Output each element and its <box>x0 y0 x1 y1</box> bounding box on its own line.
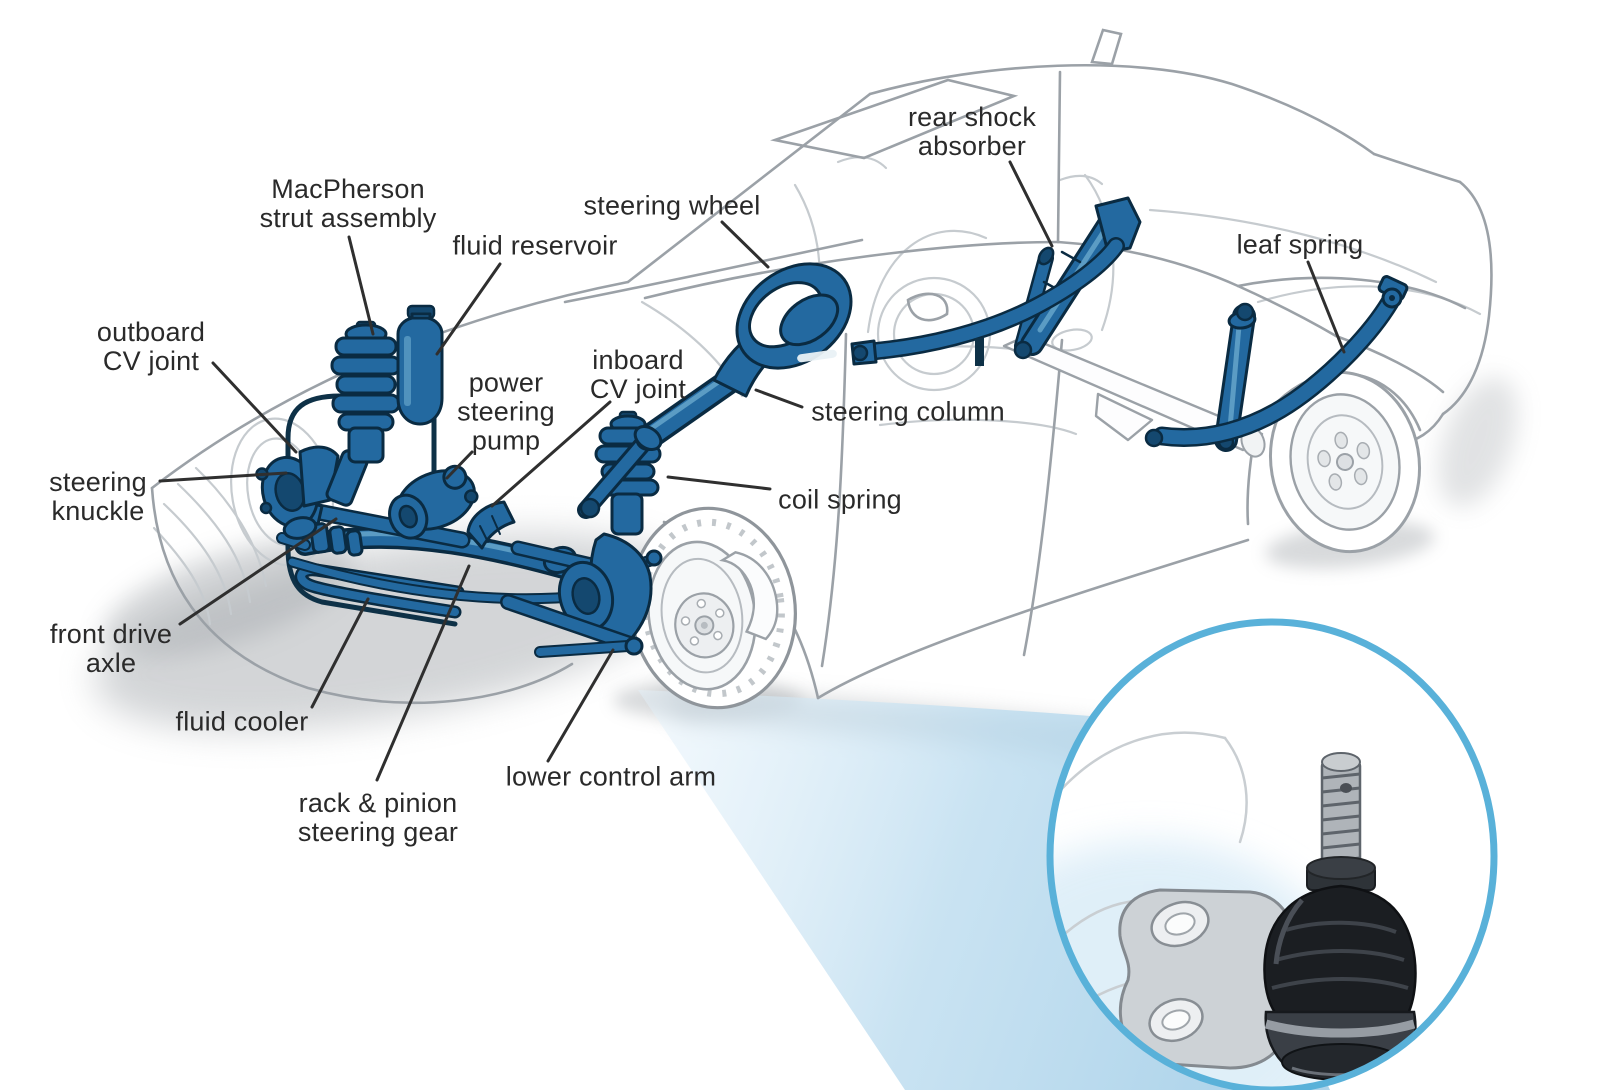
leader-coil-spring <box>666 475 772 491</box>
label-steering-knuckle: steering knuckle <box>49 466 147 526</box>
label-front-drive-axle: front drive axle <box>49 618 173 678</box>
car-body-outline <box>150 28 1493 705</box>
leader-steering-knuckle <box>158 471 288 483</box>
label-steering-wheel: steering wheel <box>583 190 761 221</box>
leader-lines <box>158 160 1346 782</box>
leader-steering-column <box>754 388 804 409</box>
rear-right-leaf-spring <box>1144 275 1409 448</box>
rear-left-leaf-spring <box>850 237 1125 366</box>
leader-leaf-spring <box>1306 260 1346 354</box>
steering-column-part <box>577 369 741 519</box>
rear-wheel <box>1268 370 1422 554</box>
front-suspension-cluster <box>255 304 663 658</box>
label-power-steering-pump: power steering pump <box>457 367 555 456</box>
inset-bracket <box>1118 888 1310 1070</box>
leader-rear-shock-absorber <box>1008 160 1054 248</box>
label-fluid-cooler: fluid cooler <box>175 706 309 737</box>
label-coil-spring: coil spring <box>778 484 902 515</box>
lower-control-arm-part <box>500 532 653 658</box>
power-steering-pump-part <box>388 464 479 540</box>
leader-rack-pinion <box>375 564 471 782</box>
macpherson-strut-part <box>330 320 402 464</box>
label-rear-shock-absorber: rear shock absorber <box>907 101 1037 161</box>
fluid-reservoir-part <box>396 304 444 426</box>
inset-boot <box>1263 856 1417 1081</box>
leader-fluid-reservoir <box>435 262 502 356</box>
label-lower-control-arm: lower control arm <box>505 761 717 792</box>
leader-outboard-cv-joint <box>211 361 298 454</box>
leader-macpherson-strut <box>347 235 375 336</box>
label-inboard-cv-joint: inboard CV joint <box>589 344 687 404</box>
leader-front-drive-axle <box>178 517 338 626</box>
leader-fluid-cooler <box>310 597 370 709</box>
front-wheel <box>629 506 797 710</box>
inset-ring <box>1046 618 1498 1090</box>
rear-right-shock-absorber <box>1214 302 1257 452</box>
steering-wheel-part <box>712 262 853 398</box>
label-outboard-cv-joint: outboard CV joint <box>96 316 206 376</box>
leader-power-steering-pump <box>445 450 474 480</box>
leader-lower-control-arm <box>546 648 615 763</box>
inset-ball-joint-detail <box>1046 618 1498 1090</box>
leader-steering-wheel <box>720 220 770 269</box>
inboard-cv-boot <box>466 500 516 550</box>
label-macpherson-strut: MacPherson strut assembly <box>259 173 437 233</box>
label-steering-column: steering column <box>811 396 1005 427</box>
label-leaf-spring: leaf spring <box>1236 229 1364 260</box>
leader-inboard-cv-joint <box>490 400 612 508</box>
inset-stud <box>1320 752 1362 870</box>
label-fluid-reservoir: fluid reservoir <box>452 230 618 261</box>
label-rack-pinion-steering-gear: rack & pinion steering gear <box>297 787 459 847</box>
